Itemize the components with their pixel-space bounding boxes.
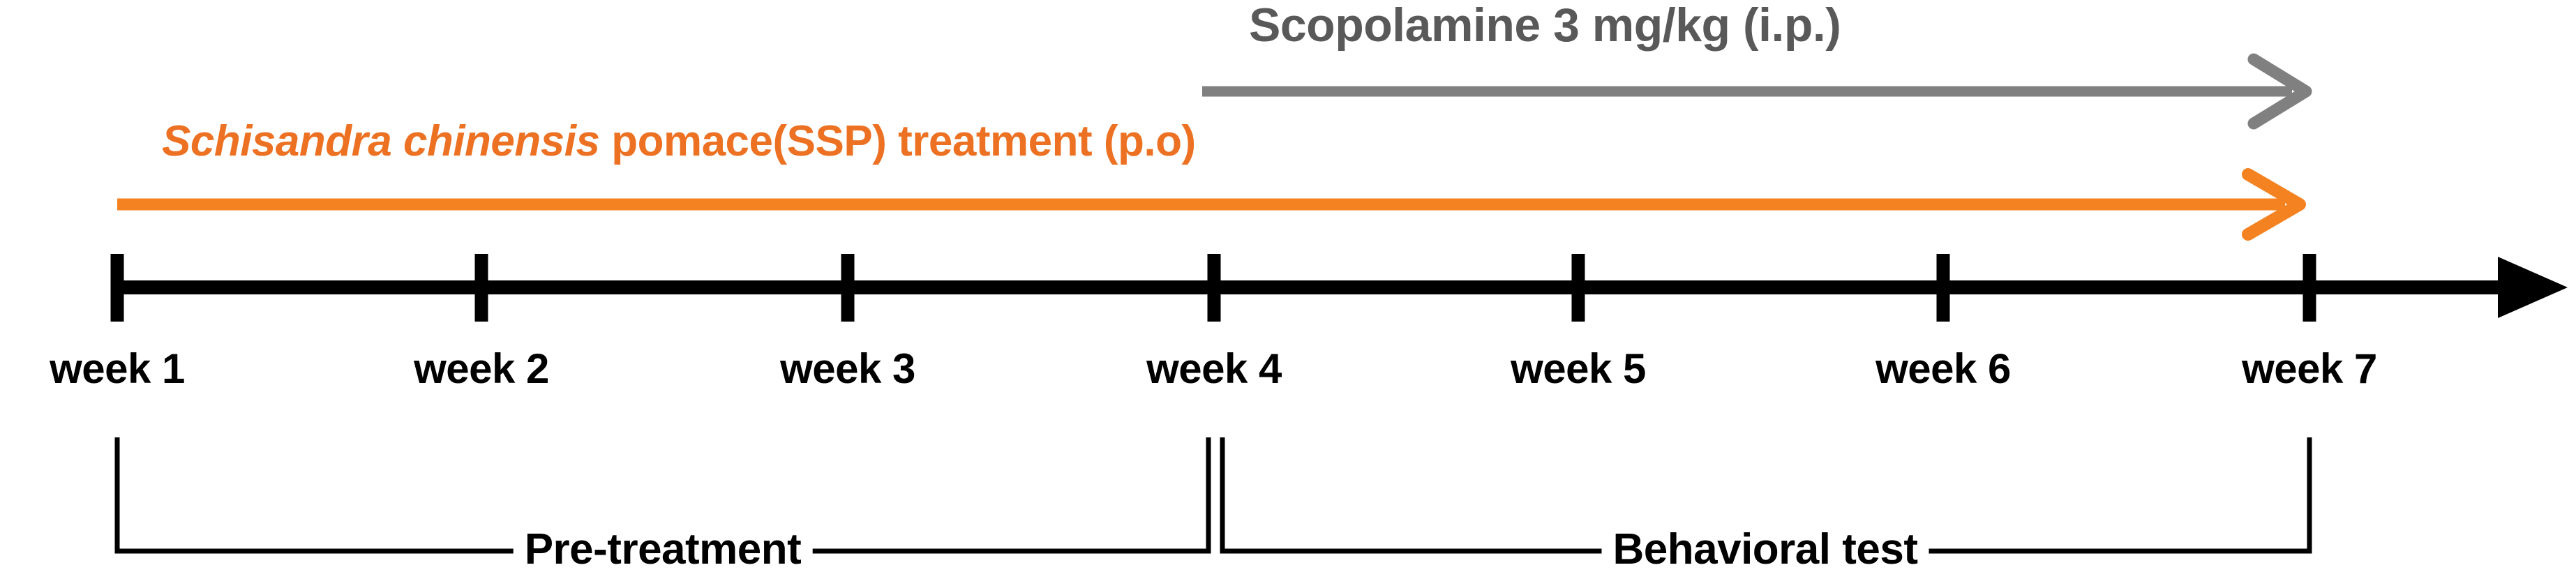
triangle-right-icon bbox=[2498, 257, 2568, 318]
phase-label-behavioral-test: Behavioral test bbox=[1601, 525, 1929, 574]
ssp-label-remainder: pomace(SSP) treatment (p.o) bbox=[599, 117, 1196, 165]
tick-label-week-3: week 3 bbox=[780, 345, 915, 392]
tick-label-week-1: week 1 bbox=[50, 345, 185, 392]
ssp-treatment-label: Schisandra chinensis pomace(SSP) treatme… bbox=[162, 120, 1196, 163]
tick-label-week-6: week 6 bbox=[1875, 345, 2011, 392]
tick-label-week-2: week 2 bbox=[414, 345, 549, 392]
chevron-right-icon bbox=[2247, 53, 2312, 130]
tick-label-week-5: week 5 bbox=[1511, 345, 1646, 392]
timeline-axis bbox=[110, 254, 2568, 322]
tick-label-week-7: week 7 bbox=[2242, 345, 2377, 392]
scopolamine-treatment-label: Scopolamine 3 mg/kg (i.p.) bbox=[1249, 0, 1841, 52]
phase-label-pre-treatment: Pre-treatment bbox=[513, 525, 813, 574]
tick-label-week-4: week 4 bbox=[1146, 345, 1282, 392]
ssp-species-name: Schisandra chinensis bbox=[162, 117, 600, 165]
scopolamine-arrow bbox=[1202, 53, 2312, 130]
chevron-right-icon bbox=[2242, 168, 2306, 241]
ssp-arrow bbox=[117, 168, 2306, 241]
